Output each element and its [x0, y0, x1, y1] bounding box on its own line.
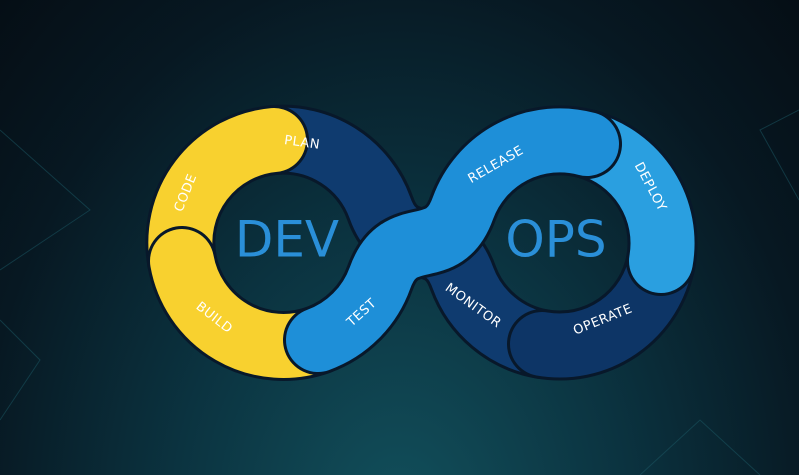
dev-title: DEV	[235, 211, 339, 269]
loop-segments	[145, 104, 698, 381]
label-plan: PLAN	[283, 133, 321, 153]
segment-release-test-fill	[286, 108, 619, 372]
ops-title: OPS	[505, 211, 606, 269]
background-lines	[0, 109, 799, 475]
